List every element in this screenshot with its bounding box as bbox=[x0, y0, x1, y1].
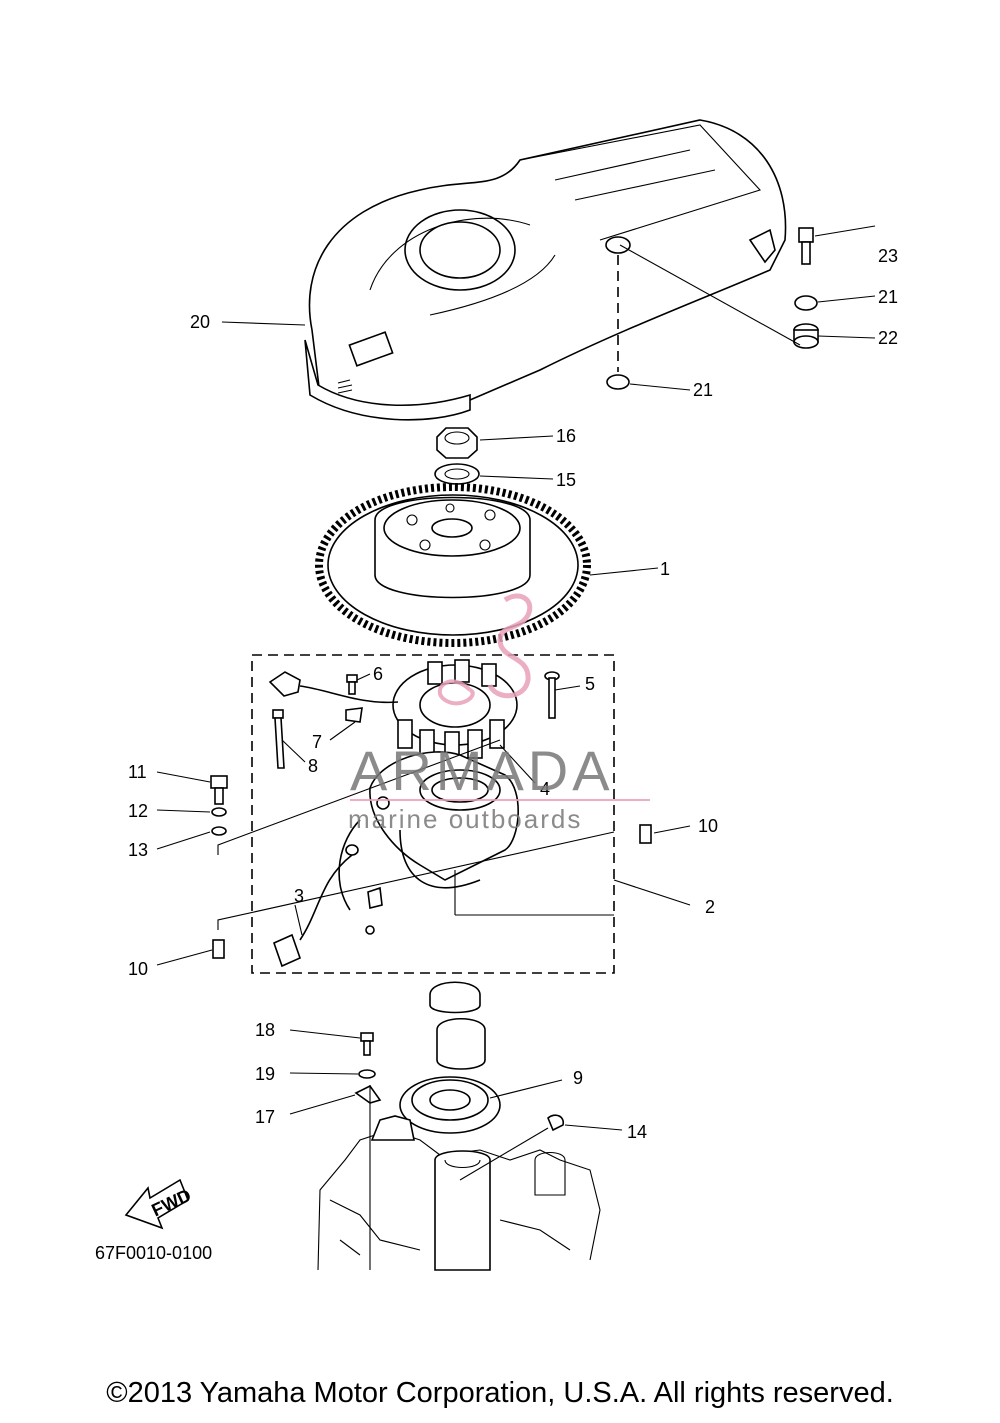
collar-21-bottom bbox=[606, 374, 630, 390]
callout-7: 7 bbox=[312, 732, 322, 752]
washer-13 bbox=[211, 826, 227, 836]
callout-15: 15 bbox=[556, 470, 576, 490]
cable-tie-8 bbox=[272, 709, 285, 769]
callout-16: 16 bbox=[556, 426, 576, 446]
callout-8: 8 bbox=[308, 756, 318, 776]
plate-9 bbox=[399, 1076, 501, 1134]
callout-4: 4 bbox=[540, 779, 550, 799]
nut-16 bbox=[436, 427, 478, 459]
bolt-23 bbox=[798, 227, 814, 265]
callout-2: 2 bbox=[705, 897, 715, 917]
watermark-brand: ARMADA bbox=[350, 739, 614, 802]
callout-17: 17 bbox=[255, 1107, 275, 1127]
coil-lead-7 bbox=[268, 671, 399, 723]
callout-19: 19 bbox=[255, 1064, 275, 1084]
callout-11: 11 bbox=[128, 762, 147, 782]
callout-23: 23 bbox=[878, 246, 898, 266]
collar-21-top bbox=[794, 295, 818, 311]
washer-19 bbox=[358, 1069, 376, 1079]
callout-18: 18 bbox=[255, 1020, 275, 1040]
copyright-notice: ©2013 Yamaha Motor Corporation, U.S.A. A… bbox=[106, 1377, 894, 1409]
diagram-code: 67F0010-0100 bbox=[95, 1243, 212, 1263]
bolt-11 bbox=[210, 775, 228, 805]
callout-13: 13 bbox=[128, 840, 148, 860]
watermark-logo-icon bbox=[487, 593, 533, 699]
key-14 bbox=[547, 1114, 565, 1132]
callout-20: 20 bbox=[190, 312, 210, 332]
flywheel-cover bbox=[304, 119, 787, 421]
powerhead-block bbox=[317, 1115, 601, 1271]
callout-10-left: 10 bbox=[128, 959, 148, 979]
callout-10-right: 10 bbox=[698, 816, 718, 836]
callout-9: 9 bbox=[573, 1068, 583, 1088]
callout-12: 12 bbox=[128, 801, 148, 821]
stator-base-2 bbox=[338, 751, 519, 935]
callout-6: 6 bbox=[373, 664, 383, 684]
callout-3: 3 bbox=[294, 886, 304, 906]
stator-assembly-box bbox=[251, 654, 615, 974]
callout-14: 14 bbox=[627, 1122, 647, 1142]
fwd-arrow-icon: FWD bbox=[124, 1178, 194, 1230]
callout-22: 22 bbox=[878, 328, 898, 348]
callout-5: 5 bbox=[585, 674, 595, 694]
callout-21-bottom: 21 bbox=[693, 380, 713, 400]
screw-6 bbox=[346, 674, 358, 695]
grommet-22 bbox=[793, 323, 819, 349]
harness-3 bbox=[273, 844, 359, 968]
callouts: 23 21 22 20 21 16 15 1 6 5 7 8 4 11 12 1… bbox=[128, 246, 898, 1142]
clip-17 bbox=[354, 1084, 382, 1104]
watermark-tagline: marine outboards bbox=[348, 804, 582, 834]
bolt-5 bbox=[544, 671, 560, 719]
washer-12 bbox=[211, 807, 227, 817]
dowel-pin-10-right bbox=[639, 824, 652, 844]
callout-1: 1 bbox=[660, 559, 670, 579]
washer-15 bbox=[434, 463, 480, 485]
armada-watermark: ARMADA marine outboards bbox=[348, 593, 650, 834]
leader-lines bbox=[156, 225, 876, 1270]
callout-21-top: 21 bbox=[878, 287, 898, 307]
dowel-pin-10-left bbox=[212, 939, 225, 959]
flywheel-1 bbox=[315, 483, 591, 647]
screw-18 bbox=[360, 1032, 374, 1056]
pinion-gear bbox=[429, 981, 486, 1070]
